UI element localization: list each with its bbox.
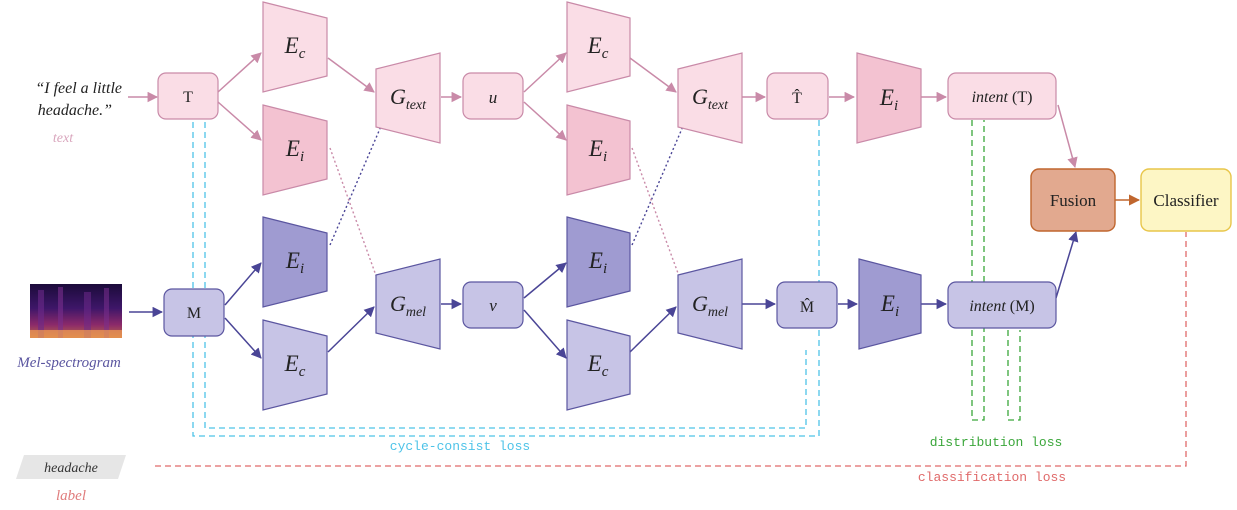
generator-subscript: text: [708, 98, 729, 113]
encoder-subscript: c: [299, 46, 306, 62]
cycle-consist-loss-label: cycle-consist loss: [390, 439, 530, 454]
svg-text:Gtext: Gtext: [390, 84, 427, 113]
label-value-text: headache: [44, 461, 98, 476]
mel-spectrogram-image: [30, 284, 122, 338]
encoder-Ei-mel-2: Ei: [566, 216, 631, 308]
svg-text:Gtext: Gtext: [692, 84, 729, 113]
svg-text:Ei: Ei: [285, 136, 304, 165]
svg-text:Ei: Ei: [285, 248, 304, 277]
cycle-consist-loss-lines: [192, 120, 820, 437]
encoder-symbol: E: [285, 248, 300, 273]
intent-arg: (M): [1010, 298, 1035, 315]
label-caption: label: [56, 488, 86, 504]
text-branch-arrows: [128, 52, 1078, 169]
generator-Gmel-1: Gmel: [375, 258, 441, 350]
svg-text:Ec: Ec: [284, 351, 306, 380]
svg-text:Ei: Ei: [879, 85, 898, 114]
node-M-hat-label: M̂: [800, 297, 814, 316]
generator-symbol: G: [692, 84, 708, 109]
node-T-hat-label: T̂: [792, 88, 802, 107]
node-T: T: [157, 72, 219, 120]
encoder-symbol: E: [587, 33, 602, 58]
node-v-label: v: [489, 296, 497, 315]
intent-word: intent: [969, 298, 1006, 315]
generator-symbol: G: [390, 291, 406, 316]
svg-text:Ei: Ei: [588, 248, 607, 277]
encoder-subscript: i: [300, 261, 304, 277]
generator-Gtext-1: Gtext: [375, 52, 441, 144]
node-intent-T: intent (T): [947, 72, 1057, 120]
encoder-Ei-text-final: Ei: [856, 52, 922, 144]
label-value-tag: headache: [16, 455, 126, 479]
generator-subscript: text: [406, 98, 427, 113]
classification-loss-label: classification loss: [918, 470, 1066, 485]
node-M-hat: M̂: [776, 281, 838, 329]
encoder-Ei-text-1: Ei: [262, 104, 328, 196]
encoder-symbol: E: [879, 85, 894, 110]
generator-symbol: G: [390, 84, 406, 109]
encoder-subscript: c: [299, 364, 306, 380]
encoder-Ec-mel-2: Ec: [566, 319, 631, 411]
svg-text:Ei: Ei: [880, 291, 899, 320]
intent-word: intent: [972, 89, 1009, 106]
text-input-caption: text: [53, 131, 74, 146]
classifier-block: Classifier: [1140, 168, 1232, 232]
fusion-label: Fusion: [1050, 191, 1097, 210]
generator-Gmel-2: Gmel: [677, 258, 743, 350]
encoder-subscript: i: [603, 261, 607, 277]
text-input-quote-line1: “I feel a little: [35, 80, 122, 97]
generator-symbol: G: [692, 291, 708, 316]
generator-subscript: mel: [406, 305, 426, 320]
intent-arg: (T): [1012, 89, 1032, 106]
encoder-symbol: E: [284, 33, 299, 58]
encoder-symbol: E: [587, 351, 602, 376]
encoder-Ei-text-2: Ei: [566, 104, 631, 196]
encoder-subscript: i: [894, 98, 898, 114]
node-M-label: M: [187, 305, 201, 322]
node-T-label: T: [183, 89, 193, 106]
encoder-Ei-mel-final: Ei: [858, 258, 922, 350]
node-u: u: [462, 72, 524, 120]
distribution-loss-label: distribution loss: [930, 435, 1063, 450]
encoder-Ei-mel-1: Ei: [262, 216, 328, 308]
node-intent-M: intent (M): [947, 281, 1057, 329]
encoder-symbol: E: [285, 136, 300, 161]
encoder-symbol: E: [588, 248, 603, 273]
encoder-Ec-text-2: Ec: [566, 1, 631, 93]
text-input-quote-line2: headache.”: [38, 102, 112, 119]
svg-text:Gmel: Gmel: [390, 291, 426, 320]
svg-text:Ec: Ec: [587, 351, 609, 380]
encoder-Ec-mel-1: Ec: [262, 319, 328, 411]
encoder-subscript: i: [895, 304, 899, 320]
encoder-subscript: i: [603, 149, 607, 165]
node-M: M: [163, 288, 225, 337]
mel-input-caption: Mel-spectrogram: [16, 355, 121, 371]
generator-Gtext-2: Gtext: [677, 52, 743, 144]
mel-branch-arrows: [129, 230, 1079, 359]
generator-subscript: mel: [708, 305, 728, 320]
svg-text:intent (M): intent (M): [969, 298, 1034, 315]
node-T-hat: T̂: [766, 72, 829, 120]
svg-text:intent (T): intent (T): [972, 89, 1033, 106]
classification-loss-line: [155, 232, 1187, 467]
encoder-subscript: c: [602, 364, 609, 380]
node-v: v: [462, 281, 524, 329]
node-u-label: u: [489, 88, 498, 107]
encoder-subscript: c: [602, 46, 609, 62]
svg-text:Ec: Ec: [284, 33, 306, 62]
distribution-loss-lines: [971, 120, 1021, 421]
encoder-symbol: E: [284, 351, 299, 376]
fusion-block: Fusion: [1030, 168, 1116, 232]
encoder-symbol: E: [588, 136, 603, 161]
encoder-Ec-text-1: Ec: [262, 1, 328, 93]
classifier-label: Classifier: [1153, 191, 1218, 210]
svg-text:Ei: Ei: [588, 136, 607, 165]
encoder-symbol: E: [880, 291, 895, 316]
svg-text:Gmel: Gmel: [692, 291, 728, 320]
cross-dotted-arrows: [329, 109, 692, 296]
encoder-subscript: i: [300, 149, 304, 165]
svg-text:Ec: Ec: [587, 33, 609, 62]
